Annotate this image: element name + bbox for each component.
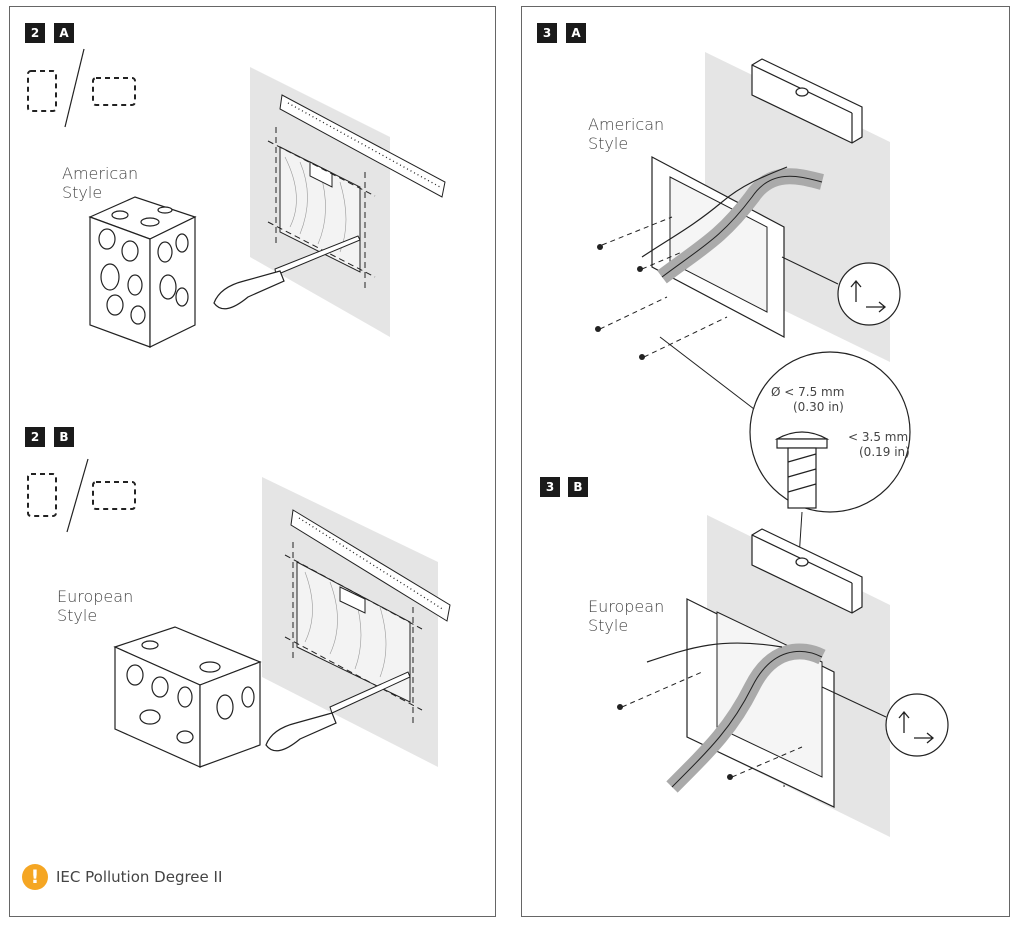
step-letter-badge: B: [568, 477, 588, 497]
style-label-line2: Style: [62, 183, 103, 202]
style-label-american: American Style: [588, 115, 664, 153]
screw: [774, 431, 830, 509]
step-letter-badge: A: [566, 23, 586, 43]
up-right-arrows-icon: [898, 710, 935, 744]
screw-diameter-inches: (0.30 in): [793, 400, 844, 414]
style-label-european: European Style: [57, 587, 133, 625]
step-2b-illustration: [27, 458, 451, 768]
drywall-saw: [329, 671, 411, 714]
orientation-portrait-landscape-icon: [27, 473, 136, 517]
style-label-line1: European: [57, 587, 134, 606]
step-3-illustration: [595, 52, 949, 837]
orientation-arrows-callout: [837, 262, 901, 326]
screw-head-height-spec: < 3.5 mm: [848, 430, 909, 444]
style-label-line2: Style: [588, 616, 629, 635]
step-3-panel: 3 A American Style 3 B European Style: [521, 6, 1010, 917]
style-label-line1: American: [588, 115, 665, 134]
style-label-american: American Style: [62, 164, 138, 202]
style-label-line2: Style: [57, 606, 98, 625]
orientation-arrows-callout: [885, 693, 949, 757]
step-2-panel: 2 A: [9, 6, 496, 917]
step-number-badge: 3: [540, 477, 560, 497]
step-number-badge: 2: [25, 427, 45, 447]
style-label-line1: European: [588, 597, 665, 616]
step-letter-badge: B: [54, 427, 74, 447]
pollution-degree-notice: ! IEC Pollution Degree II: [22, 864, 222, 890]
step-number-badge: 3: [537, 23, 557, 43]
exclamation-icon: !: [22, 864, 48, 890]
spirit-level: [751, 528, 863, 614]
orientation-portrait-landscape-icon: [27, 70, 136, 112]
step-2a-illustration: [27, 48, 446, 348]
screw-head-height-inches: (0.19 in): [859, 445, 910, 459]
step-letter-badge: A: [54, 23, 74, 43]
spirit-level: [751, 58, 863, 144]
american-junction-box: [88, 196, 197, 348]
notice-text: IEC Pollution Degree II: [56, 868, 223, 886]
step-number-badge: 2: [25, 23, 45, 43]
style-label-line1: American: [62, 164, 139, 183]
style-label-line2: Style: [588, 134, 629, 153]
european-junction-box: [113, 626, 262, 768]
up-right-arrows-icon: [850, 279, 887, 313]
screw-diameter-spec: Ø < 7.5 mm: [771, 385, 845, 399]
style-label-european: European Style: [588, 597, 664, 635]
